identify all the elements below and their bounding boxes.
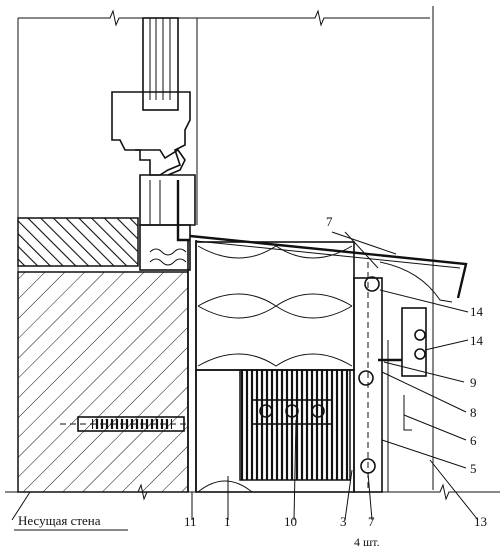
callout-8: 8: [470, 405, 477, 420]
quantity-note: 4 шт.: [354, 535, 380, 549]
callout-1: 1: [224, 514, 231, 529]
insulation-upper: [195, 241, 355, 371]
callout-9: 9: [470, 375, 477, 390]
wall-anchor: [60, 416, 190, 432]
callout-3: 3: [340, 514, 347, 529]
vertical-profile: [353, 262, 427, 493]
callout-5: 5: [470, 461, 477, 476]
sill-flashing: [189, 234, 468, 303]
leader-lines: [11, 231, 479, 521]
callout-numbers: 7 14 14 9 8 6 5 13 11 1 10 3 7: [184, 214, 487, 529]
callout-7-top: 7: [326, 214, 333, 229]
insulation-lower: [195, 369, 355, 493]
window-sill: [17, 217, 191, 271]
bearing-wall-section: [17, 240, 197, 493]
callout-6: 6: [470, 433, 477, 448]
callout-14-lower: 14: [470, 333, 484, 348]
callout-7-bottom: 7: [368, 514, 375, 529]
bearing-wall-label-text: Несущая стена: [18, 513, 101, 528]
callout-11: 11: [184, 514, 197, 529]
bearing-wall-label: Несущая стена: [14, 513, 128, 531]
callout-14-upper: 14: [470, 304, 484, 319]
callout-13: 13: [474, 514, 487, 529]
callout-10: 10: [284, 514, 297, 529]
window-frame: [111, 17, 198, 242]
